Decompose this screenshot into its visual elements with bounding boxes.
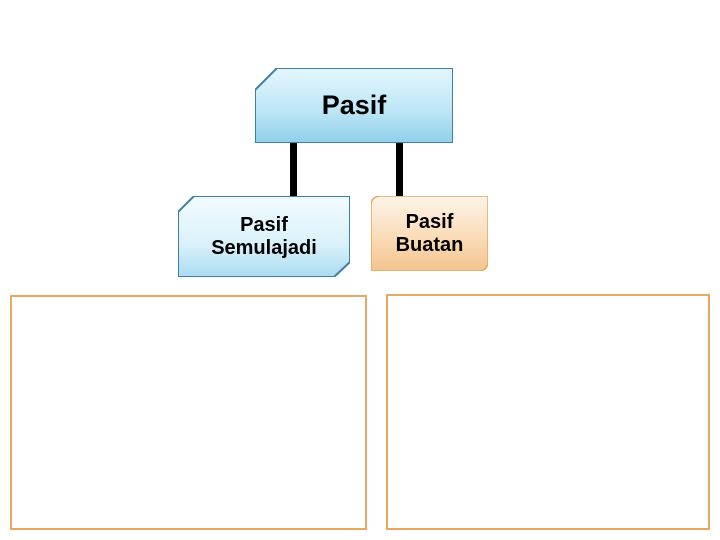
node-pasif-buatan[interactable]: Pasif Buatan (371, 196, 488, 271)
pentagon-shape-semulajadi (178, 196, 350, 277)
pentagon-shape-root (255, 68, 453, 143)
connector-root-to-semulajadi (290, 143, 297, 201)
node-pasif[interactable]: Pasif (255, 68, 453, 143)
node-pasif-label: Pasif (321, 90, 387, 121)
connector-root-to-buatan (396, 143, 403, 201)
answer-box-buatan[interactable] (386, 294, 710, 530)
node-pasif-semulajadi-label: Pasif Semulajadi (211, 214, 317, 259)
rounded-shape-buatan (371, 196, 488, 271)
node-pasif-semulajadi[interactable]: Pasif Semulajadi (178, 196, 350, 277)
answer-box-semulajadi[interactable] (10, 295, 367, 530)
node-pasif-buatan-label: Pasif Buatan (395, 211, 464, 256)
